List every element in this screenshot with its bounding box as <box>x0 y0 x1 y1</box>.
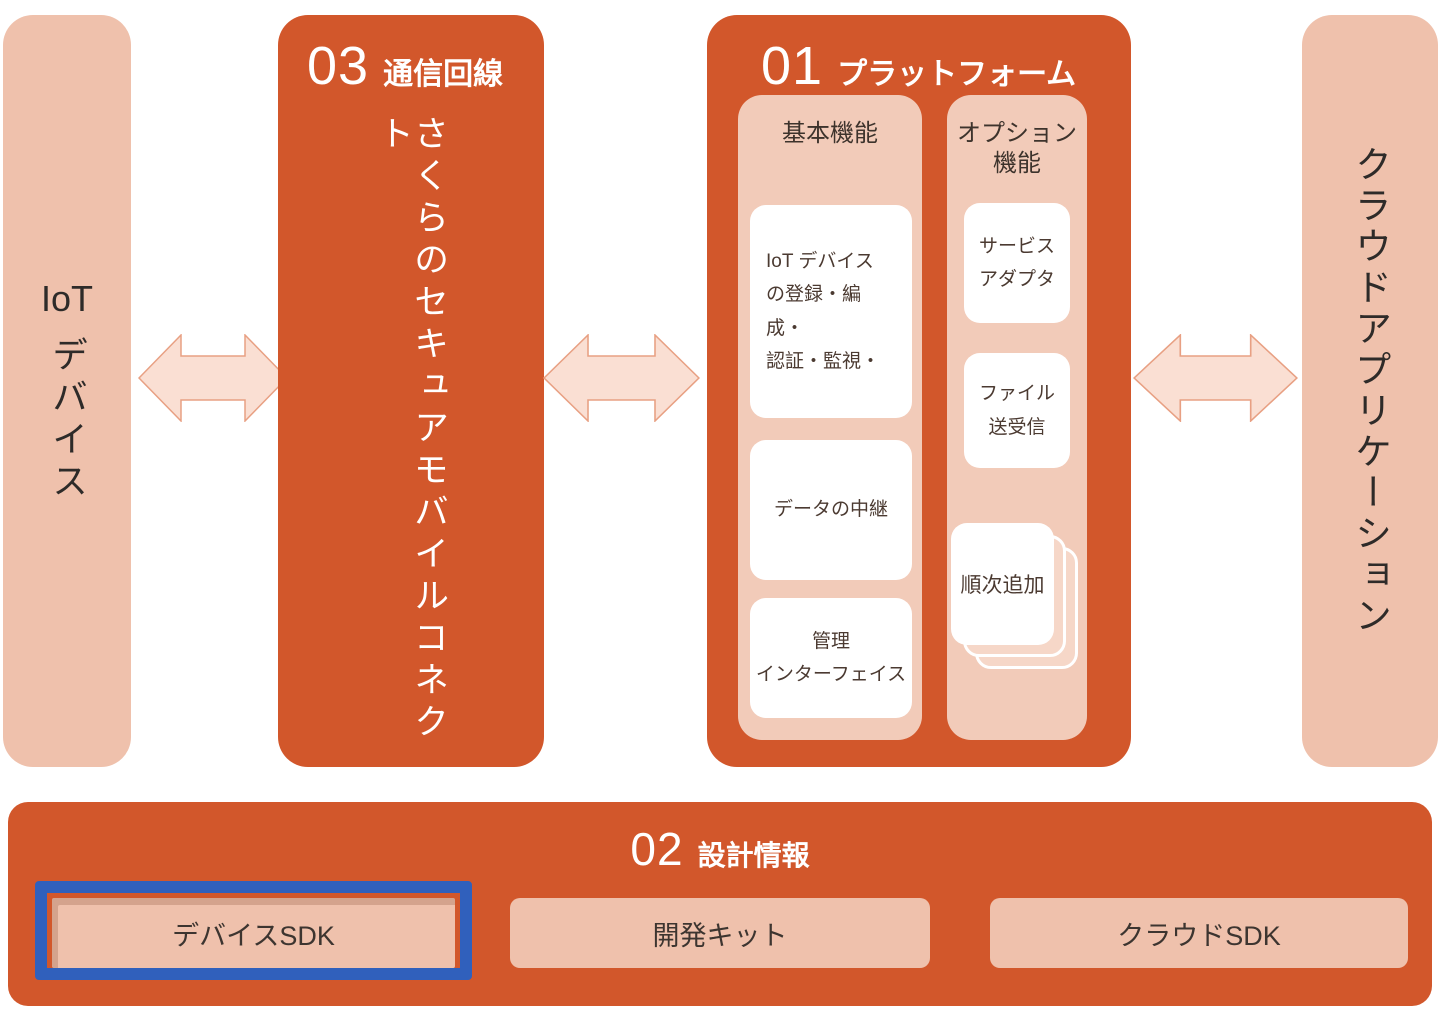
feature-box-file-transfer: ファイル 送受信 <box>964 353 1070 468</box>
double-arrow-icon <box>543 334 700 422</box>
design-info-bar: 02 設計情報 デバイスSDK 開発キット クラウドSDK <box>8 802 1432 1006</box>
feature-box-device-registration: IoT デバイス の登録・編成・ 認証・監視・ <box>750 205 912 418</box>
network-body-vertical: さくらのセキュアモバイルコネクト <box>374 115 448 745</box>
cloud-app-label-group: クラウドアプリケーション <box>1302 15 1438 767</box>
feature-box-service-adapter: サービス アダプタ <box>964 203 1070 323</box>
iot-device-label-vertical: デバイス <box>47 336 88 504</box>
dev-kit-button[interactable]: 開発キット <box>510 898 930 968</box>
iot-device-label-latin: IoT <box>40 278 93 319</box>
design-info-header: 02 設計情報 <box>8 826 1432 874</box>
platform-box: 01 プラットフォーム 基本機能 IoT デバイス の登録・編成・ 認証・監視・… <box>707 15 1131 767</box>
platform-title: プラットフォーム <box>837 58 1077 91</box>
cloud-sdk-button[interactable]: クラウドSDK <box>990 898 1408 968</box>
cloud-app-column: クラウドアプリケーション <box>1302 15 1438 767</box>
platform-number: 01 <box>761 36 824 96</box>
network-number: 03 <box>307 36 370 96</box>
iot-device-label-group: IoT デバイス <box>3 15 131 767</box>
iot-device-column: IoT デバイス <box>3 15 131 767</box>
network-column: 03 通信回線 さくらのセキュアモバイルコネクト <box>278 15 544 767</box>
feature-box-sequential-addition: 順次追加 <box>951 523 1054 645</box>
cloud-app-label-vertical: クラウドアプリケーション <box>1349 145 1391 637</box>
basic-functions-column: 基本機能 IoT デバイス の登録・編成・ 認証・監視・ データの中継 管理 イ… <box>738 95 922 740</box>
basic-functions-header: 基本機能 <box>782 120 878 147</box>
network-header: 03 通信回線 <box>307 39 503 93</box>
device-sdk-button[interactable]: デバイスSDK <box>52 898 455 968</box>
network-title: 通信回線 <box>383 58 504 91</box>
platform-header: 01 プラットフォーム <box>761 39 1076 93</box>
design-info-title: 設計情報 <box>697 840 810 871</box>
optional-functions-header: オプション 機能 <box>957 120 1077 177</box>
feature-box-admin-interface: 管理 インターフェイス <box>750 598 912 718</box>
design-info-number: 02 <box>630 823 684 875</box>
double-arrow-icon <box>1133 334 1298 422</box>
network-body: さくらのセキュアモバイルコネクト <box>278 115 544 755</box>
double-arrow-icon <box>138 334 288 422</box>
optional-functions-column: オプション 機能 サービス アダプタ ファイル 送受信 順次追加 <box>947 95 1087 740</box>
feature-box-data-relay: データの中継 <box>750 440 912 580</box>
